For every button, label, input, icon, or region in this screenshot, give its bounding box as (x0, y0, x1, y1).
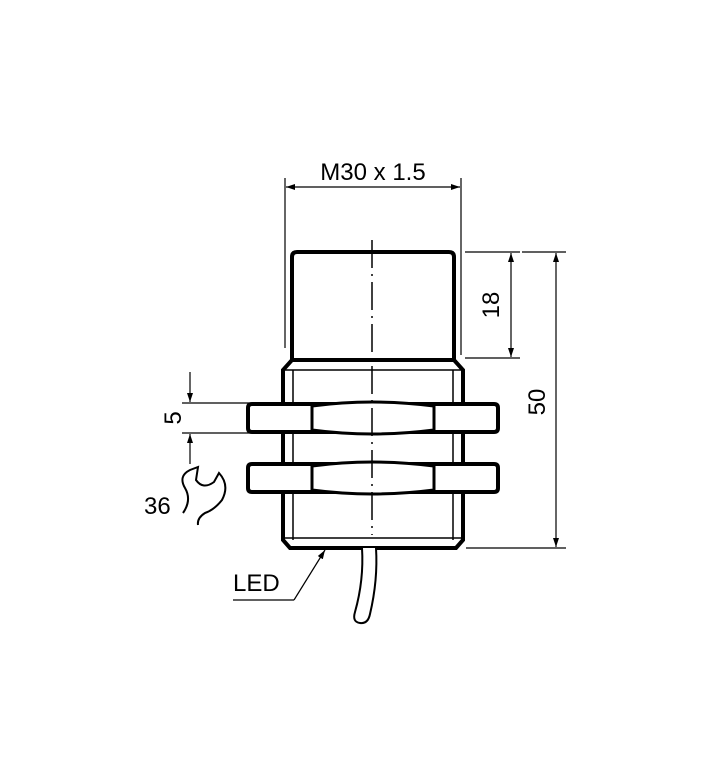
thread-dimension (284, 178, 462, 355)
nut-thickness-label: 5 (160, 411, 187, 424)
cap-length-dimension (465, 251, 520, 359)
led-label: LED (233, 570, 280, 597)
cap-length-label: 18 (478, 292, 505, 319)
total-length-label: 50 (524, 389, 551, 416)
cable (353, 547, 378, 625)
nut-upper (246, 400, 500, 436)
sensor-cap (290, 250, 456, 362)
wrench-icon (181, 465, 227, 526)
nut-thickness-dimension (182, 372, 252, 464)
thread-label: M30 x 1.5 (320, 159, 425, 186)
nut-lower (246, 460, 500, 496)
thread-lines (285, 369, 461, 540)
led-leader (233, 549, 326, 601)
total-length-dimension (466, 251, 566, 549)
sensor-housing (281, 358, 465, 550)
wrench-size-label: 36 (144, 493, 171, 520)
